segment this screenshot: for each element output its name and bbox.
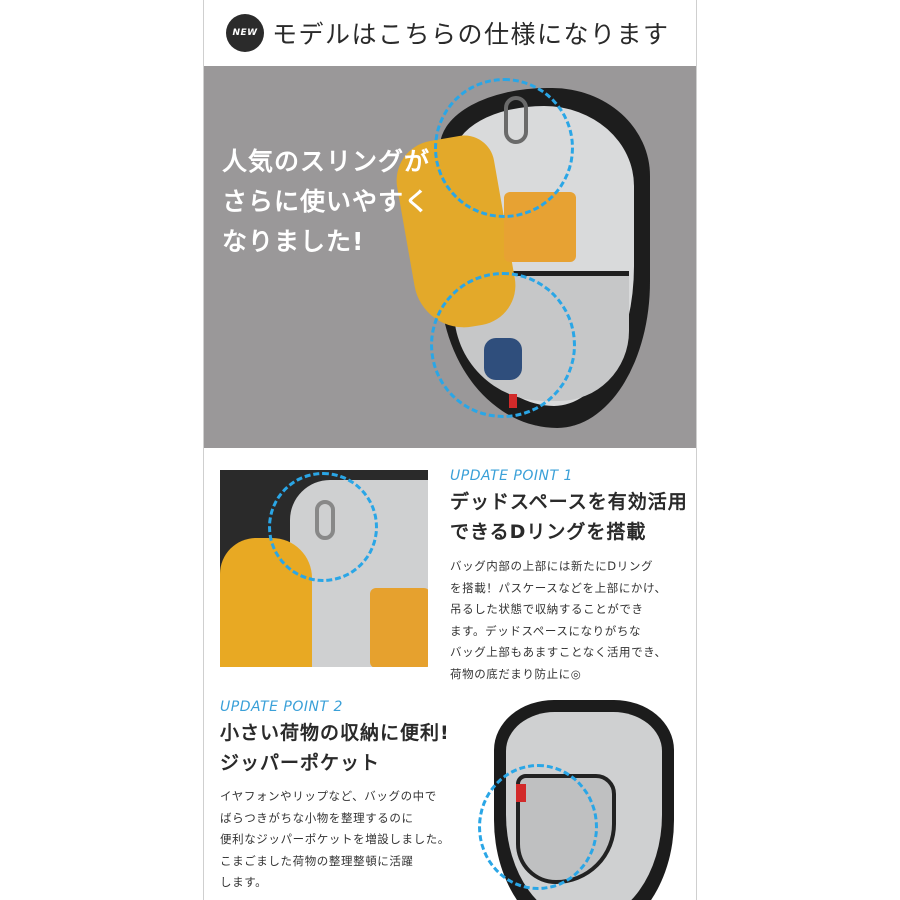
highlight-circle-bottom (430, 272, 576, 418)
update2-body-line: ばらつきがちな小物を整理するのに (220, 810, 414, 825)
update2-heading: 小さい荷物の収納に便利! ジッパーポケット (220, 718, 450, 778)
highlight-circle-top (434, 78, 574, 218)
update1-body-line: を搭載！パスケースなどを上部にかけ、 (450, 580, 667, 595)
update1-body-line: 荷物の底だまり防止に◎ (450, 666, 582, 681)
header-title: モデルはこちらの仕様になります (272, 20, 670, 49)
update1-heading-line: できるDリングを搭載 (450, 521, 647, 543)
update2-heading-line: 小さい荷物の収納に便利! (220, 722, 450, 744)
update1-label: UPDATE POINT 1 (450, 468, 573, 484)
update1-body-line: バッグ上部もあますことなく活用でき、 (450, 645, 667, 659)
update2-body: イヤフォンやリップなど、バッグの中で ばらつきがちな小物を整理するのに 便利なジ… (220, 786, 450, 894)
update1-heading-line: デッドスペースを有効活用 (450, 491, 688, 513)
section-header: NEW モデルはこちらの仕様になります (204, 0, 696, 66)
update1-photo (220, 470, 428, 667)
update2-body-line: こまごました荷物の整理整頓に活躍 (220, 853, 414, 868)
content-frame (203, 0, 697, 900)
new-badge: NEW (226, 14, 264, 52)
hero-copy-line: さらに使いやすく (222, 187, 431, 216)
hero-copy-line: 人気のスリングが (222, 147, 431, 176)
highlight-circle (268, 472, 378, 582)
hero-copy-line: なりました! (222, 227, 365, 256)
update1-body-line: ます。デッドスペースになりがちな (450, 623, 642, 638)
update2-label: UPDATE POINT 2 (220, 699, 343, 715)
update2-photo (476, 700, 680, 900)
update2-body-line: 便利なジッパーポケットを増設しました。 (220, 832, 450, 846)
update2-body-line: します。 (220, 875, 268, 889)
update1-heading: デッドスペースを有効活用 できるDリングを搭載 (450, 487, 688, 547)
hero-copy: 人気のスリングが さらに使いやすく なりました! (222, 142, 430, 262)
hero-image: 人気のスリングが さらに使いやすく なりました! (204, 66, 696, 448)
update1-body-line: 吊るした状態で収納することができ (450, 602, 644, 616)
update1-body-line: バッグ内部の上部には新たにDリング (450, 559, 654, 573)
update1-body: バッグ内部の上部には新たにDリング を搭載！パスケースなどを上部にかけ、 吊るし… (450, 556, 667, 685)
highlight-circle (478, 764, 598, 890)
pass-case (370, 588, 428, 667)
update2-body-line: イヤフォンやリップなど、バッグの中で (220, 789, 437, 803)
update2-heading-line: ジッパーポケット (220, 752, 381, 774)
